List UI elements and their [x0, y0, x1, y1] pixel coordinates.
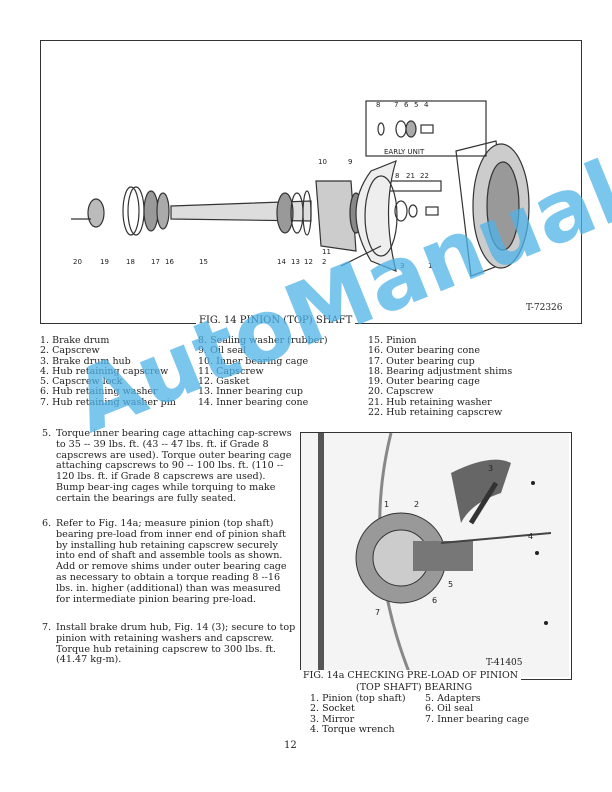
- step-text: Refer to Fig. 14a; measure pinion (top s…: [56, 518, 287, 605]
- callout-10: 10: [318, 158, 327, 166]
- legend-item: 15. Pinion: [368, 335, 417, 346]
- legend-item: 19. Outer bearing cage: [368, 376, 480, 388]
- fig14a-callout-6: 6: [432, 596, 438, 605]
- legend-item: 5. Capscrew lock: [40, 376, 123, 388]
- legend-item: 6. Hub retaining washer: [40, 386, 158, 398]
- early-callout-4: 4: [424, 101, 429, 109]
- fig14a-callout-2: 2: [414, 500, 420, 509]
- legend-item: 3. Brake drum hub: [40, 355, 131, 367]
- fig14a-callout-5: 5: [448, 580, 454, 589]
- legend-item: 1. Brake drum: [40, 335, 110, 346]
- legend-item: 20. Capscrew: [368, 386, 434, 398]
- callout-8: 8: [395, 172, 400, 180]
- legend-item: 12. Gasket: [198, 376, 250, 388]
- legend-item: 10. Inner bearing cage: [198, 355, 309, 367]
- figure-14a-photo: [301, 433, 569, 677]
- callout-12: 12: [304, 258, 313, 266]
- callout-22: 22: [420, 172, 429, 180]
- legend-item: 2. Socket: [310, 703, 355, 715]
- figure-14-exploded-drawing: [71, 100, 530, 277]
- callout-2: 2: [322, 258, 327, 266]
- legend-item: 14. Inner bearing cone: [198, 396, 309, 408]
- fig14a-callout-1: 1: [384, 500, 390, 509]
- legend-item: 8. Sealing washer (rubber): [198, 335, 328, 346]
- legend-item: 11. Capscrew: [198, 365, 264, 377]
- step-number: 5.: [42, 428, 52, 439]
- legend-item: 1. Pinion (top shaft): [310, 693, 406, 704]
- legend-item: 9. Oil seal: [198, 345, 247, 357]
- callout-9: 9: [348, 158, 353, 166]
- callout-3: 3: [400, 262, 405, 270]
- legend-item: 3. Mirror: [310, 713, 355, 725]
- step-number: 7.: [42, 622, 52, 633]
- step-6: 6. Refer to Fig. 14a; measure pinion (top…: [42, 518, 296, 605]
- figure-14a-caption-line1: FIG. 14a CHECKING PRE-LOAD OF PINION: [300, 670, 522, 681]
- step-text: Torque inner bearing cage attaching cap-…: [56, 428, 292, 504]
- fig14a-callout-7: 7: [375, 608, 381, 617]
- figure-14-code: T-72326: [526, 303, 563, 313]
- early-callout-7: 7: [394, 101, 399, 109]
- early-callout-8: 8: [376, 101, 381, 109]
- step-7: 7. Install brake drum hub, Fig. 14 (3); s…: [42, 622, 296, 666]
- callout-18: 18: [126, 258, 135, 266]
- callout-16: 16: [165, 258, 174, 266]
- legend-item: 13. Inner bearing cup: [198, 386, 303, 398]
- figure-14a-code: T-41405: [486, 658, 523, 668]
- legend-item: 4. Torque wrench: [310, 723, 395, 735]
- legend-item: 18. Bearing adjustment shims: [368, 365, 513, 377]
- callout-1: 1: [428, 262, 433, 270]
- figure-14a-caption-line2: (TOP SHAFT) BEARING: [356, 682, 473, 693]
- legend-item: 6. Oil seal: [425, 703, 474, 715]
- early-callout-5: 5: [414, 101, 419, 109]
- legend-item: 7. Inner bearing cage: [425, 713, 530, 725]
- callout-11: 11: [322, 248, 331, 256]
- legend-item: 2. Capscrew: [40, 345, 100, 357]
- legend-item: 21. Hub retaining washer: [368, 396, 492, 408]
- legend-item: 7. Hub retaining washer pin: [40, 396, 176, 408]
- legend-item: 17. Outer bearing cup: [368, 355, 475, 367]
- callout-17: 17: [151, 258, 160, 266]
- step-5: 5. Torque inner bearing cage attaching ca…: [42, 428, 296, 505]
- callout-21: 21: [406, 172, 415, 180]
- legend-item: 5. Adapters: [425, 693, 481, 704]
- step-number: 6.: [42, 518, 52, 529]
- early-unit-label: EARLY UNIT: [384, 148, 425, 156]
- legend-item: 4. Hub retaining capscrew: [40, 365, 169, 377]
- figure-14-caption: FIG. 14 PINION (TOP) SHAFT: [196, 315, 356, 326]
- step-text: Install brake drum hub, Fig. 14 (3); sec…: [56, 622, 296, 666]
- early-callout-6: 6: [404, 101, 409, 109]
- callout-19: 19: [100, 258, 109, 266]
- page-number: 12: [284, 740, 297, 751]
- legend-item: 16. Outer bearing cone: [368, 345, 480, 357]
- callout-14: 14: [277, 258, 286, 266]
- callout-15: 15: [199, 258, 208, 266]
- legend-item: 22. Hub retaining capscrew: [368, 407, 503, 419]
- callout-13: 13: [291, 258, 300, 266]
- callout-20: 20: [73, 258, 82, 266]
- fig14a-callout-4: 4: [528, 532, 534, 541]
- fig14a-callout-3: 3: [488, 464, 494, 473]
